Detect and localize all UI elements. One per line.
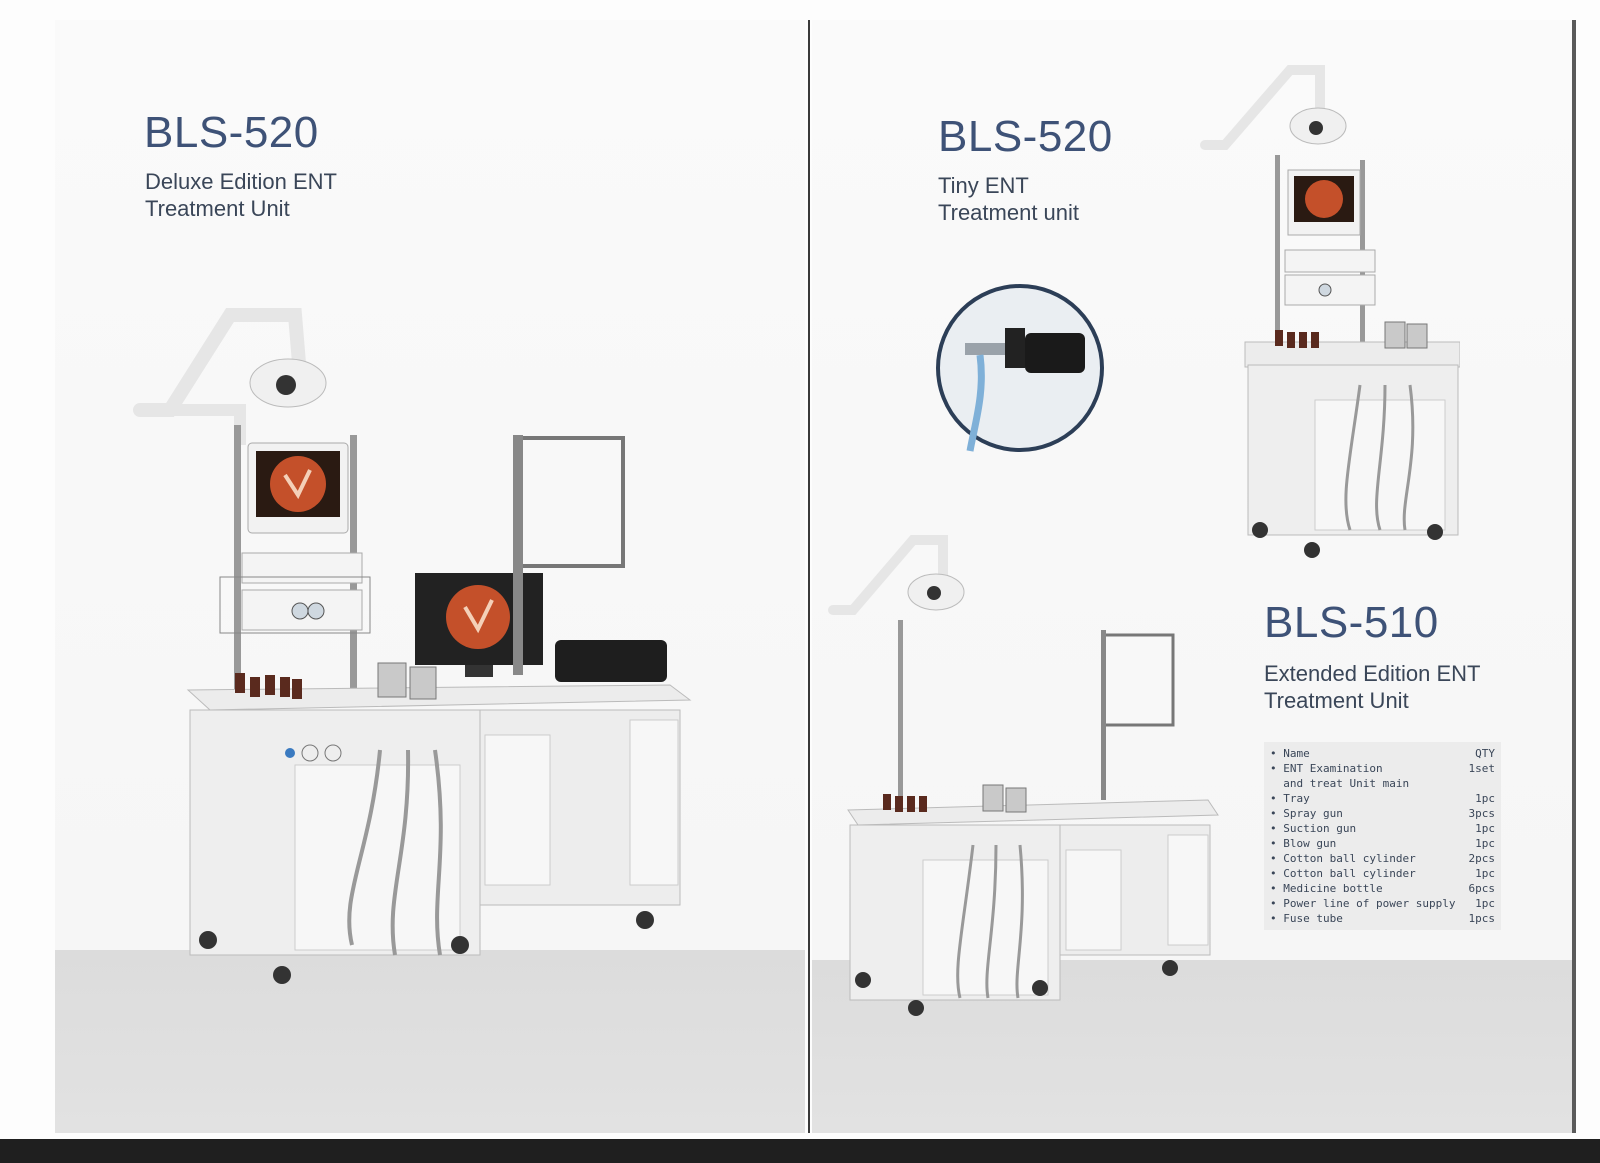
left-subtitle-line1: Deluxe Edition ENT: [145, 169, 337, 194]
page-divider: [808, 20, 810, 1133]
spec-row: and treat Unit main: [1283, 777, 1410, 790]
right-bottom-model-title: BLS-510: [1264, 598, 1439, 647]
right-top-subtitle-line1: Tiny ENT: [938, 173, 1029, 198]
page-edge: [1572, 20, 1576, 1133]
right-top-model-title: BLS-520: [938, 112, 1113, 161]
left-subtitle-line2: Treatment Unit: [145, 196, 290, 221]
right-top-subtitle-line2: Treatment unit: [938, 200, 1080, 225]
scan-bottom-bar: [0, 1139, 1600, 1163]
right-bottom-subtitle-line2: Treatment Unit: [1264, 688, 1409, 713]
right-bottom-subtitle-line1: Extended Edition ENT: [1264, 661, 1481, 686]
extended-ent-unit-image: [828, 535, 1219, 1016]
tiny-ent-unit-image: [1200, 65, 1460, 558]
left-model-title: BLS-520: [144, 108, 319, 157]
deluxe-ent-unit-image: [133, 308, 692, 984]
endoscope-detail-image: [936, 284, 1104, 452]
